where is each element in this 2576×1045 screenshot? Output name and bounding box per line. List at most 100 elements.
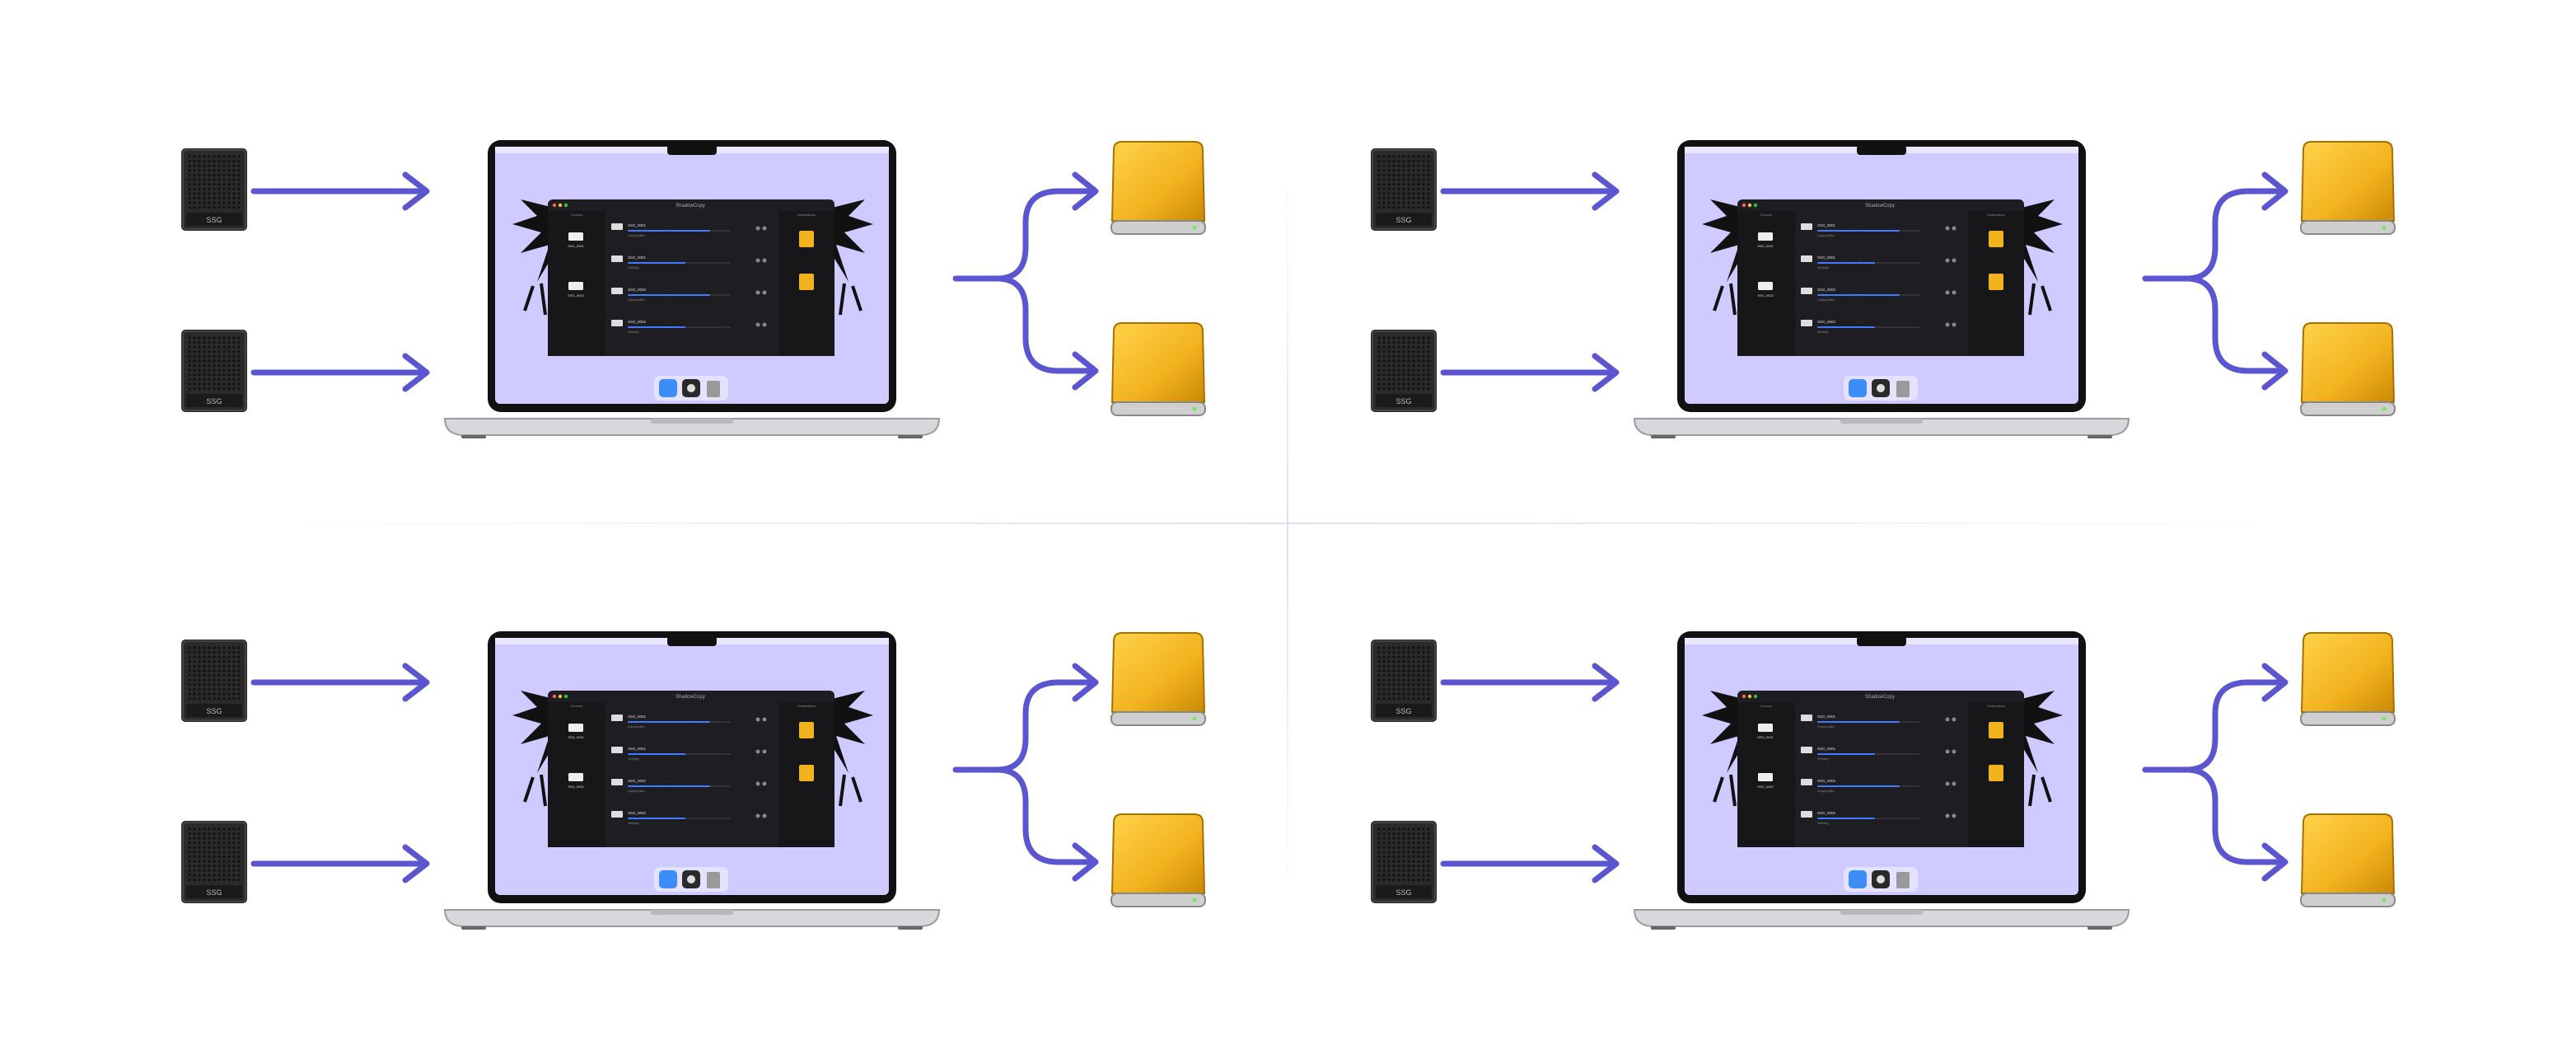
- dock[interactable]: [1844, 376, 1918, 401]
- destination-drive-thumb[interactable]: [1989, 274, 2003, 290]
- progress-bar: [628, 326, 685, 328]
- storage-enclosure-icon: SSG: [181, 148, 247, 231]
- row-action-icon[interactable]: [1952, 290, 1957, 295]
- row-action-icon[interactable]: [1945, 717, 1950, 722]
- row-action-icon[interactable]: [755, 258, 760, 263]
- row-action-icon[interactable]: [1952, 226, 1957, 231]
- transfer-row[interactable]: SSG_0001 → Verifying: [1801, 747, 1957, 761]
- row-action-icon[interactable]: [1952, 781, 1957, 786]
- progress-bar: [628, 818, 685, 819]
- transfer-row[interactable]: SSG_0001 → Copying files...: [1801, 715, 1957, 729]
- row-action-icon[interactable]: [1952, 258, 1957, 263]
- row-action-icon[interactable]: [1945, 781, 1950, 786]
- dock[interactable]: [654, 867, 728, 892]
- laptop-base: [1633, 418, 2130, 436]
- progress-bar: [1817, 785, 1900, 787]
- row-action-icon[interactable]: [1952, 322, 1957, 327]
- finder-icon[interactable]: [1849, 379, 1867, 397]
- row-action-icon[interactable]: [1952, 813, 1957, 818]
- row-action-icon[interactable]: [755, 717, 760, 722]
- dock[interactable]: [1844, 867, 1918, 892]
- transfer-row-name: SSG_0002: [628, 288, 647, 292]
- row-action-icon[interactable]: [1945, 258, 1950, 263]
- transfer-row[interactable]: SSG_0002 → Copying files...: [611, 779, 767, 793]
- row-action-icon[interactable]: [755, 290, 760, 295]
- row-action-icon[interactable]: [755, 322, 760, 327]
- progress-bar: [628, 262, 685, 264]
- row-action-icon[interactable]: [762, 781, 767, 786]
- row-action-icon[interactable]: [1952, 749, 1957, 754]
- row-action-icon[interactable]: [762, 749, 767, 754]
- destination-drive-thumb[interactable]: [799, 274, 814, 290]
- source-device-name: SSG_0002: [568, 785, 584, 789]
- row-action-icon[interactable]: [755, 813, 760, 818]
- destination-drive-thumb[interactable]: [1989, 722, 2003, 738]
- transfer-row[interactable]: SSG_0001 → Copying files...: [611, 715, 767, 729]
- row-action-icon[interactable]: [755, 749, 760, 754]
- row-action-icon[interactable]: [762, 258, 767, 263]
- row-action-icon[interactable]: [762, 813, 767, 818]
- progress-bar: [1817, 326, 1875, 328]
- dock[interactable]: [654, 376, 728, 401]
- external-drive-icon: [2300, 813, 2396, 907]
- app-window[interactable]: ShadowCopy Sources Destinations SSG_0001…: [1737, 199, 2024, 356]
- source-device-thumb[interactable]: [1758, 773, 1773, 781]
- finder-icon[interactable]: [1849, 870, 1867, 888]
- transfer-row[interactable]: SSG_0002 → Verifying: [1801, 811, 1957, 825]
- source-device-thumb[interactable]: [1758, 232, 1773, 241]
- app-window[interactable]: ShadowCopy Sources Destinations SSG_0001…: [548, 199, 835, 356]
- trash-icon[interactable]: [707, 381, 720, 397]
- transfer-row[interactable]: SSG_0001 → Verifying: [1801, 255, 1957, 269]
- source-device-thumb[interactable]: [1758, 724, 1773, 732]
- row-action-icon[interactable]: [762, 717, 767, 722]
- trash-icon[interactable]: [1896, 381, 1910, 397]
- transfer-row[interactable]: SSG_0001 → Copying files...: [611, 223, 767, 237]
- trash-icon[interactable]: [1896, 872, 1910, 888]
- source-device-thumb[interactable]: [568, 724, 583, 732]
- progress-bar: [628, 753, 685, 755]
- app-window[interactable]: ShadowCopy Sources Destinations SSG_0001…: [1737, 691, 2024, 847]
- destination-drive-thumb[interactable]: [799, 231, 814, 247]
- trash-icon[interactable]: [707, 872, 720, 888]
- row-action-icon[interactable]: [762, 226, 767, 231]
- transfer-row[interactable]: SSG_0002 → Copying files...: [611, 288, 767, 302]
- transfer-row-status: Copying files...: [1817, 790, 1836, 793]
- transfer-row-status: Verifying: [628, 330, 638, 334]
- finder-icon[interactable]: [659, 379, 677, 397]
- destination-drive-thumb[interactable]: [1989, 231, 2003, 247]
- transfer-row[interactable]: SSG_0001 → Copying files...: [1801, 223, 1957, 237]
- transfer-row[interactable]: SSG_0002 → Verifying: [611, 811, 767, 825]
- transfer-row[interactable]: SSG_0002 → Verifying: [1801, 320, 1957, 334]
- transfer-row[interactable]: SSG_0001 → Verifying: [611, 747, 767, 761]
- laptop-base: [443, 909, 941, 927]
- row-action-icon[interactable]: [1945, 813, 1950, 818]
- source-device-thumb[interactable]: [568, 232, 583, 241]
- app-window[interactable]: ShadowCopy Sources Destinations SSG_0001…: [548, 691, 835, 847]
- destination-drive-thumb[interactable]: [1989, 765, 2003, 781]
- source-device-thumb[interactable]: [568, 773, 583, 781]
- row-action-icon[interactable]: [755, 226, 760, 231]
- row-action-icon[interactable]: [1945, 749, 1950, 754]
- row-action-icon[interactable]: [762, 290, 767, 295]
- transfer-row[interactable]: SSG_0001 → Verifying: [611, 255, 767, 269]
- destination-drive-thumb[interactable]: [799, 722, 814, 738]
- transfer-row[interactable]: SSG_0002 → Copying files...: [1801, 288, 1957, 302]
- row-action-icon[interactable]: [762, 322, 767, 327]
- row-action-icon[interactable]: [1952, 717, 1957, 722]
- laptop: ShadowCopy Sources Destinations SSG_0001…: [1633, 631, 2130, 930]
- row-action-icon[interactable]: [1945, 290, 1950, 295]
- row-action-icon[interactable]: [755, 781, 760, 786]
- transfer-row-status: Copying files...: [628, 790, 647, 793]
- transfer-row[interactable]: SSG_0002 → Verifying: [611, 320, 767, 334]
- destination-drive-thumb[interactable]: [799, 765, 814, 781]
- finder-icon[interactable]: [659, 870, 677, 888]
- transfer-row-arrow: →: [667, 715, 671, 719]
- transfer-row-status: Copying files...: [1817, 298, 1836, 302]
- destinations-heading: Destinations: [1987, 704, 2005, 708]
- source-device-thumb[interactable]: [568, 282, 583, 290]
- transfer-row[interactable]: SSG_0002 → Copying files...: [1801, 779, 1957, 793]
- row-action-icon[interactable]: [1945, 226, 1950, 231]
- row-action-icon[interactable]: [1945, 322, 1950, 327]
- source-device-thumb[interactable]: [1758, 282, 1773, 290]
- transfer-row-name: SSG_0001: [628, 255, 647, 260]
